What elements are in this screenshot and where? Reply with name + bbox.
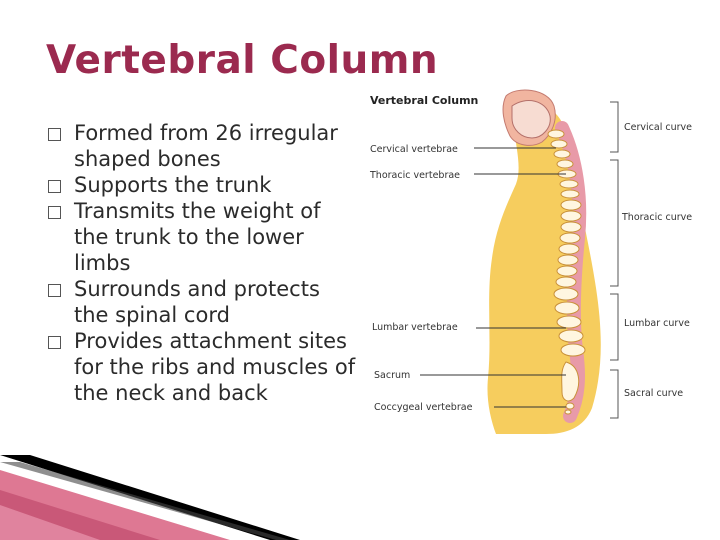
label-lumbar-curve: Lumbar curve xyxy=(624,318,690,329)
bullet-text: Provides attachment sites for the ribs a… xyxy=(74,329,356,405)
skull-outline xyxy=(511,100,551,139)
checkbox-bullet-icon xyxy=(48,128,61,141)
vertebrae-stack xyxy=(547,129,586,415)
bullet-item: Surrounds and protects the spinal cord xyxy=(46,276,356,328)
diagram-heading: Vertebral Column xyxy=(370,94,478,107)
bullet-item: Provides attachment sites for the ribs a… xyxy=(46,328,356,406)
bullet-text: Transmits the weight of the trunk to the… xyxy=(74,199,321,275)
checkbox-bullet-icon xyxy=(48,206,61,219)
label-cervical-curve: Cervical curve xyxy=(624,122,692,133)
label-thoracic-vertebrae: Thoracic vertebrae xyxy=(369,170,460,181)
bullet-item: Formed from 26 irregular shaped bones xyxy=(46,120,356,172)
bullet-list: Formed from 26 irregular shaped bones Su… xyxy=(46,120,356,406)
bullet-text: Formed from 26 irregular shaped bones xyxy=(74,121,338,171)
vertebral-column-diagram: Vertebral Column Cervical vertebrae Thor… xyxy=(369,89,692,434)
label-sacral-curve: Sacral curve xyxy=(624,388,683,399)
label-cervical-vertebrae: Cervical vertebrae xyxy=(370,144,458,155)
checkbox-bullet-icon xyxy=(48,336,61,349)
label-coccygeal-vertebrae: Coccygeal vertebrae xyxy=(374,402,473,413)
checkbox-bullet-icon xyxy=(48,284,61,297)
bullet-text: Supports the trunk xyxy=(74,173,272,197)
checkbox-bullet-icon xyxy=(48,180,61,193)
bullet-item: Supports the trunk xyxy=(46,172,356,198)
bullet-text: Surrounds and protects the spinal cord xyxy=(74,277,320,327)
label-lumbar-vertebrae: Lumbar vertebrae xyxy=(372,322,458,333)
slide-title: Vertebral Column xyxy=(46,38,439,83)
label-thoracic-curve: Thoracic curve xyxy=(621,212,692,223)
label-sacrum: Sacrum xyxy=(374,370,410,381)
bullet-item: Transmits the weight of the trunk to the… xyxy=(46,198,356,276)
